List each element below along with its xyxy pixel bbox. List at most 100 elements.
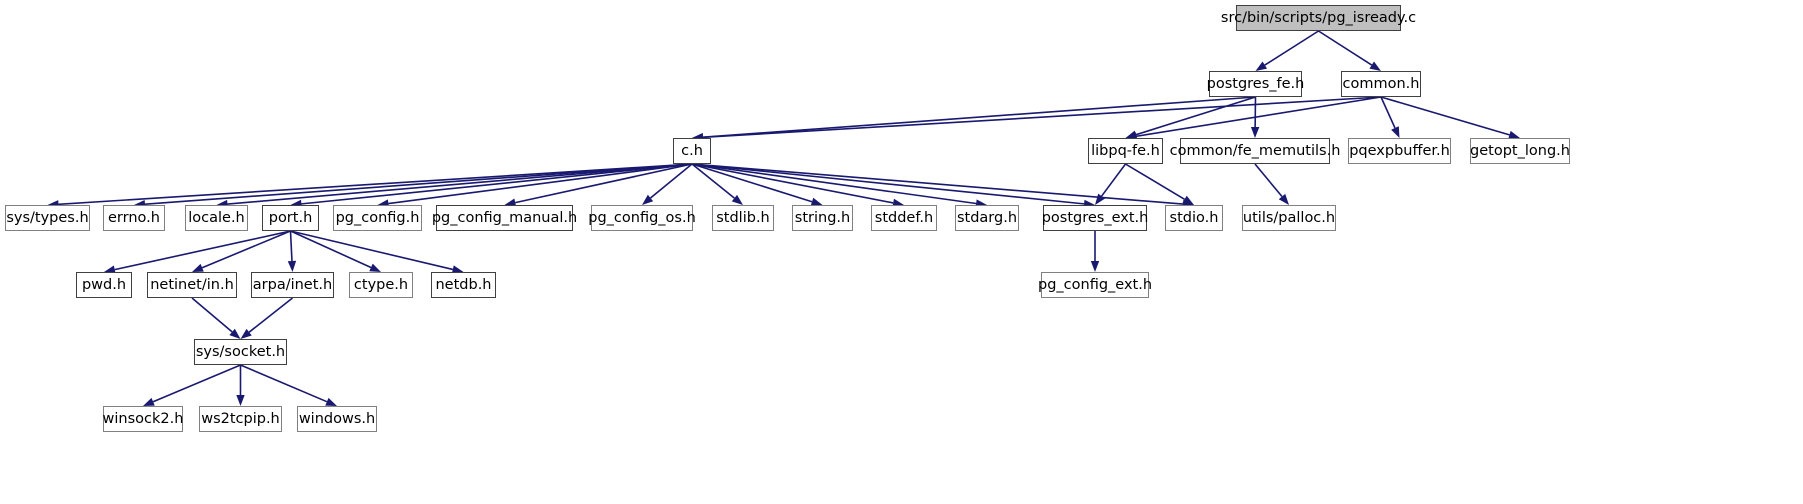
graph-node-c_h[interactable]: c.h: [673, 138, 711, 164]
graph-node-pg_config_manual[interactable]: pg_config_manual.h: [432, 205, 577, 231]
graph-node-label: pg_config_ext.h: [1038, 277, 1153, 293]
graph-edge: [201, 230, 291, 269]
graph-node-label: ws2tcpip.h: [201, 411, 280, 427]
graph-node-label: stdarg.h: [956, 210, 1018, 226]
graph-node-winsock2[interactable]: winsock2.h: [103, 406, 183, 432]
graph-node-label: pqexpbuffer.h: [1349, 143, 1450, 159]
graph-node-label: postgres_fe.h: [1206, 76, 1305, 92]
graph-edge-arrowhead: [731, 194, 743, 205]
graph-node-pwd_h[interactable]: pwd.h: [76, 272, 132, 298]
graph-node-pqexpbuffer[interactable]: pqexpbuffer.h: [1348, 138, 1451, 164]
graph-node-label: stdio.h: [1169, 210, 1219, 226]
graph-edge: [691, 163, 1184, 205]
graph-node-pg_config_ext[interactable]: pg_config_ext.h: [1038, 272, 1153, 298]
graph-node-postgres_ext[interactable]: postgres_ext.h: [1041, 205, 1149, 231]
graph-edge-arrowhead: [1250, 126, 1260, 138]
graph-node-sys_socket[interactable]: sys/socket.h: [194, 339, 287, 365]
graph-edge: [1254, 163, 1283, 198]
graph-edge-arrowhead: [1182, 195, 1194, 205]
graph-edge: [1380, 96, 1396, 129]
graph-edge-arrowhead: [236, 395, 245, 406]
graph-node-windows_h[interactable]: windows.h: [297, 406, 377, 432]
graph-edge: [515, 163, 693, 204]
graph-node-label: utils/palloc.h: [1242, 210, 1336, 226]
graph-edge-arrowhead: [1369, 61, 1381, 71]
graph-node-libpq_fe[interactable]: libpq-fe.h: [1088, 138, 1163, 164]
graph-edge: [691, 163, 894, 204]
graph-edge: [691, 163, 1085, 205]
graph-node-label: postgres_ext.h: [1041, 210, 1149, 226]
graph-edge: [227, 163, 693, 205]
graph-node-sys_types[interactable]: sys/types.h: [5, 205, 90, 231]
graph-node-pg_config[interactable]: pg_config.h: [333, 205, 422, 231]
graph-node-stdarg_h[interactable]: stdarg.h: [955, 205, 1019, 231]
graph-edge: [191, 297, 233, 333]
graph-edge: [1318, 30, 1373, 66]
graph-node-arpa_inet[interactable]: arpa/inet.h: [251, 272, 334, 298]
graph-node-getopt_long[interactable]: getopt_long.h: [1470, 138, 1570, 164]
graph-node-label: common.h: [1342, 76, 1420, 92]
graph-edge: [152, 364, 241, 403]
graph-node-port_h[interactable]: port.h: [262, 205, 319, 231]
graph-node-label: c.h: [681, 143, 703, 159]
graph-node-label: stddef.h: [874, 210, 934, 226]
graph-node-ctype_h[interactable]: ctype.h: [349, 272, 413, 298]
graph-edge-arrowhead: [229, 328, 241, 339]
graph-node-label: ctype.h: [353, 277, 409, 293]
graph-node-netinet_in[interactable]: netinet/in.h: [147, 272, 237, 298]
graph-edge-arrowhead: [325, 397, 337, 406]
graph-node-string_h[interactable]: string.h: [792, 205, 853, 231]
graph-edge: [289, 230, 293, 262]
graph-node-postgres_fe[interactable]: postgres_fe.h: [1206, 71, 1305, 97]
graph-node-label: netdb.h: [435, 277, 492, 293]
graph-node-utils_palloc[interactable]: utils/palloc.h: [1242, 205, 1336, 231]
graph-node-label: stdlib.h: [716, 210, 770, 226]
graph-edge: [1264, 30, 1319, 66]
graph-node-label: netinet/in.h: [150, 277, 234, 293]
graph-node-label: errno.h: [108, 210, 160, 226]
graph-node-fe_memutils[interactable]: common/fe_memutils.h: [1170, 138, 1340, 164]
graph-node-label: locale.h: [188, 210, 245, 226]
graph-edge: [290, 230, 453, 271]
graph-edge-arrowhead: [143, 397, 155, 406]
graph-edge-arrowhead: [1255, 61, 1268, 71]
graph-node-label: getopt_long.h: [1470, 143, 1570, 159]
graph-node-ws2tcpip[interactable]: ws2tcpip.h: [199, 406, 282, 432]
graph-node-common_h[interactable]: common.h: [1341, 71, 1421, 97]
graph-edge: [1380, 96, 1510, 136]
graph-edge: [290, 230, 372, 269]
graph-edge-arrowhead: [240, 328, 252, 339]
graph-edge: [114, 230, 291, 271]
graph-edge: [248, 297, 293, 333]
graph-edge: [58, 163, 693, 206]
graph-node-stdio_h[interactable]: stdio.h: [1165, 205, 1223, 231]
graph-node-netdb_h[interactable]: netdb.h: [431, 272, 496, 298]
graph-node-pg_isready[interactable]: src/bin/scripts/pg_isready.c: [1221, 5, 1416, 31]
graph-edge: [691, 163, 813, 203]
graph-edge: [702, 96, 1256, 138]
graph-edge-arrowhead: [369, 263, 381, 272]
graph-node-label: sys/types.h: [6, 210, 89, 226]
graph-edge: [1135, 96, 1256, 136]
graph-node-label: sys/socket.h: [195, 344, 286, 360]
graph-edge: [144, 163, 693, 205]
graph-node-locale_h[interactable]: locale.h: [185, 205, 248, 231]
graph-edge-arrowhead: [1095, 193, 1105, 205]
graph-node-pg_config_os[interactable]: pg_config_os.h: [588, 205, 696, 231]
graph-node-label: winsock2.h: [102, 411, 184, 427]
graph-node-label: pwd.h: [81, 277, 127, 293]
graph-node-label: libpq-fe.h: [1091, 143, 1160, 159]
graph-edge: [301, 163, 693, 205]
graph-node-stdlib_h[interactable]: stdlib.h: [712, 205, 774, 231]
graph-edge-arrowhead: [1278, 193, 1289, 205]
graph-edge: [1100, 163, 1127, 197]
graph-edge: [691, 163, 977, 205]
graph-node-stddef_h[interactable]: stddef.h: [871, 205, 937, 231]
graph-edge: [691, 163, 735, 199]
graph-node-label: port.h: [268, 210, 313, 226]
graph-node-label: src/bin/scripts/pg_isready.c: [1220, 10, 1417, 26]
graph-node-errno_h[interactable]: errno.h: [103, 205, 165, 231]
graph-edge: [388, 163, 693, 205]
graph-edge-arrowhead: [192, 263, 204, 272]
graph-node-label: string.h: [794, 210, 851, 226]
